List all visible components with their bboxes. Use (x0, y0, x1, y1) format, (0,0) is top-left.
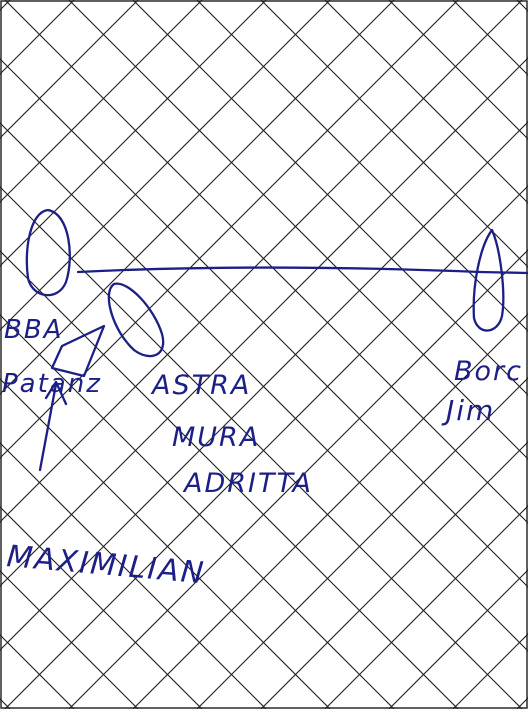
label-adritta: ADRITTA (182, 468, 313, 499)
grid-line (0, 0, 202, 709)
grid-line (0, 0, 330, 709)
grid-line (69, 0, 528, 709)
grid-line (197, 0, 528, 709)
grid-line (5, 0, 528, 709)
grid-line (0, 0, 330, 709)
grid-line (0, 0, 458, 709)
start-line (78, 268, 528, 274)
label-mura: MURA (172, 422, 260, 453)
grid-line (133, 0, 528, 709)
grid-line (453, 0, 528, 709)
grid-line (0, 0, 74, 709)
boat-right-icon (474, 230, 504, 331)
label-bba: BBA (4, 315, 63, 345)
label-borc: Borc (454, 356, 523, 387)
grid-line (453, 0, 528, 709)
grid-line (0, 0, 138, 709)
grid-line (133, 0, 528, 709)
grid-line (389, 0, 528, 709)
grid-line (0, 0, 138, 709)
grid-line (0, 0, 202, 709)
grid-line (0, 0, 74, 709)
grid-line (325, 0, 528, 709)
grid-line (5, 0, 528, 709)
boat-astra-icon (109, 284, 163, 356)
label-patanz: Patanz (2, 369, 102, 399)
grid-line (325, 0, 528, 709)
grid-line (197, 0, 528, 709)
grid-line (0, 0, 458, 709)
label-maximilian: MAXIMILIAN (5, 539, 206, 591)
grid-line (389, 0, 528, 709)
label-astra: ASTRA (150, 370, 251, 401)
label-jim: Jim (441, 394, 495, 427)
grid-line (69, 0, 528, 709)
